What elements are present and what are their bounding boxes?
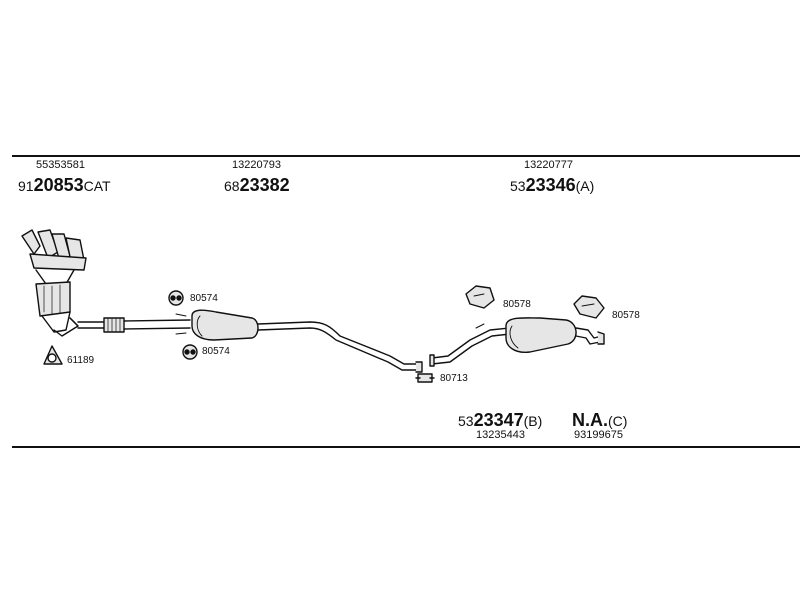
part-number-rear-muffler: 5323346(A) xyxy=(510,176,594,194)
bottom-divider xyxy=(12,446,800,448)
part-prefix: 53 xyxy=(458,413,474,429)
part-main-number: 23347 xyxy=(473,410,524,430)
part-main-number: 23346 xyxy=(525,175,576,195)
part-suffix: CAT xyxy=(83,178,111,194)
catalytic-converter-drawing xyxy=(21,229,87,337)
part-prefix: 53 xyxy=(510,178,526,194)
clamp-ring-icon xyxy=(43,345,63,365)
part-prefix: 91 xyxy=(18,178,34,194)
part-number-rear-muffler-b: 5323347(B) xyxy=(458,411,542,429)
part-main-number: 20853 xyxy=(33,175,84,195)
part-ref-rear-muffler: 13220777 xyxy=(524,159,573,171)
part-suffix: (C) xyxy=(608,413,628,429)
part-number-tailpipe-c: N.A.(C) xyxy=(572,411,627,429)
part-ref-rear-muffler-b: 13235443 xyxy=(476,429,525,441)
callout-hanger-upper: 80574 xyxy=(190,293,218,304)
part-number-front-muffler: 6823382 xyxy=(224,176,290,194)
top-divider xyxy=(12,155,800,157)
rubber-hanger-lower-icon xyxy=(182,344,198,360)
front-pipe-drawing xyxy=(77,313,191,335)
part-prefix: 68 xyxy=(224,178,240,194)
part-main-number: N.A. xyxy=(572,410,608,430)
front-muffler-drawing xyxy=(191,309,423,373)
callout-mount-left: 80578 xyxy=(503,299,531,310)
part-suffix: (A) xyxy=(575,178,595,194)
part-number-catalyst: 9120853CAT xyxy=(18,176,111,194)
part-ref-tailpipe-c: 93199675 xyxy=(574,429,623,441)
rubber-hanger-upper-icon xyxy=(168,290,184,306)
rubber-mount-left-icon xyxy=(465,285,495,309)
callout-hanger-lower: 80574 xyxy=(202,346,230,357)
callout-clamp-mid: 80713 xyxy=(440,373,468,384)
rear-muffler-drawing xyxy=(429,317,605,367)
part-ref-front-muffler: 13220793 xyxy=(232,159,281,171)
pipe-clamp-icon xyxy=(415,373,435,383)
callout-clamp-ring: 61189 xyxy=(67,355,95,366)
part-main-number: 23382 xyxy=(239,175,290,195)
part-suffix: (B) xyxy=(523,413,543,429)
part-ref-catalyst: 55353581 xyxy=(36,159,85,171)
callout-mount-right: 80578 xyxy=(612,310,640,321)
rubber-mount-right-icon xyxy=(573,295,605,319)
